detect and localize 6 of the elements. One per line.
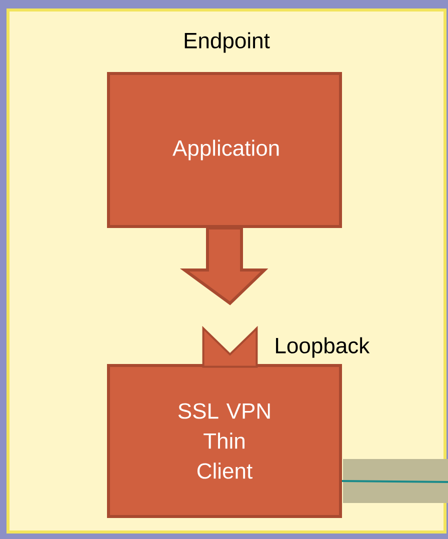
process-box: SSL VPN Thin Client bbox=[107, 364, 342, 518]
notch-shape bbox=[202, 326, 258, 368]
block-arrow bbox=[180, 226, 268, 306]
connector-line bbox=[342, 480, 448, 483]
side-label: Loopback bbox=[276, 337, 370, 358]
process-box: Application bbox=[107, 72, 342, 228]
